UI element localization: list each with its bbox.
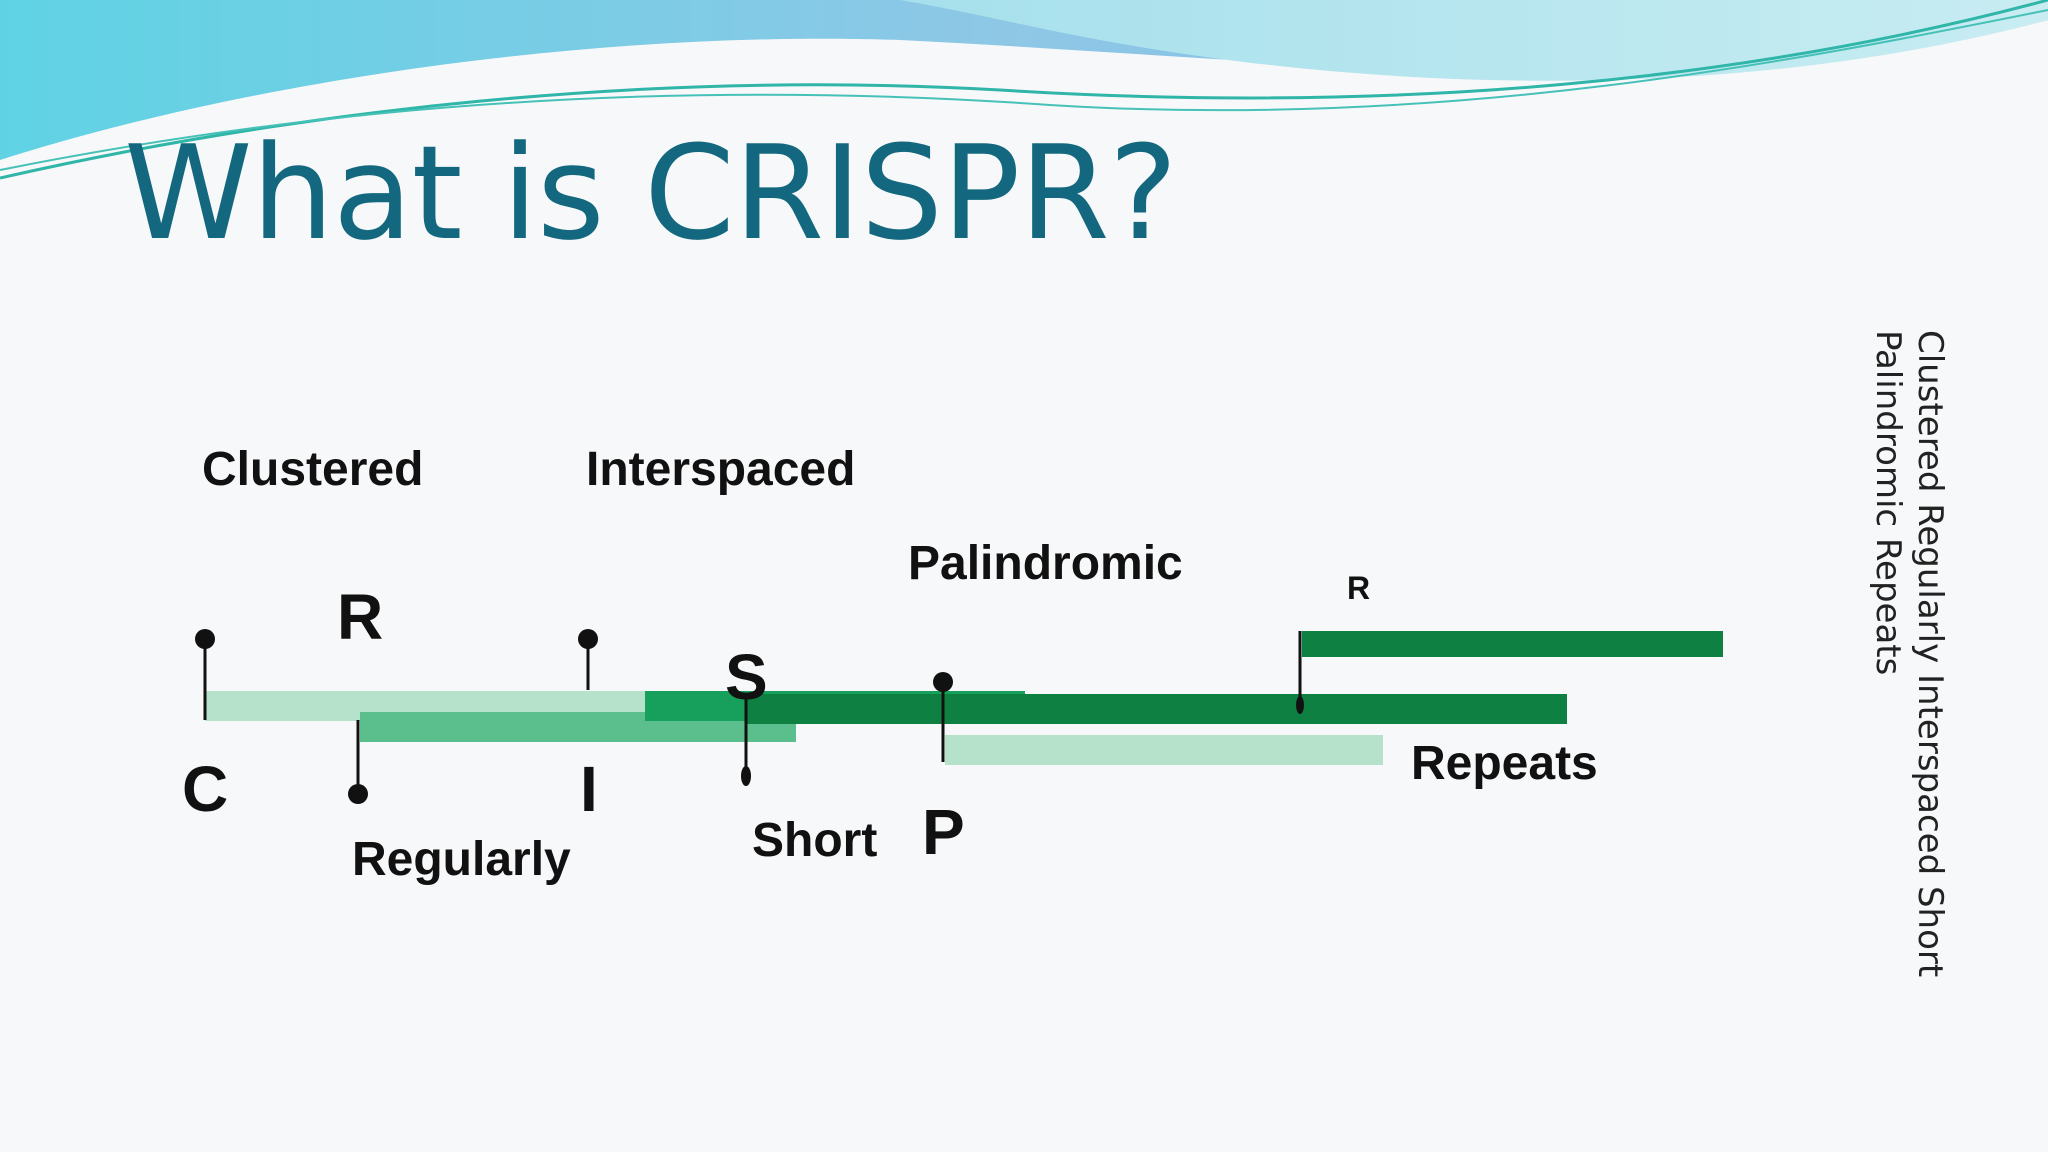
vertical-caption-line-2: Palindromic Repeats	[1868, 330, 1908, 676]
word-regularly: Regularly	[352, 833, 571, 886]
vertical-acronym-caption: Clustered Regularly Interspaced Short Pa…	[1868, 330, 1950, 977]
word-interspaced: Interspaced	[586, 443, 856, 496]
pin-regularly	[348, 720, 368, 804]
word-repeats: Repeats	[1411, 737, 1598, 790]
pin-interspaced	[578, 629, 598, 690]
word-short: Short	[752, 814, 878, 867]
letter-c: C	[182, 753, 229, 825]
pin-clustered	[195, 629, 215, 720]
pin-short	[741, 694, 751, 786]
pin-repeats	[1296, 631, 1304, 714]
letter-p: P	[922, 796, 965, 868]
letter-r-small: R	[1347, 570, 1371, 606]
word-palindromic: Palindromic	[908, 537, 1183, 590]
bar-short	[745, 694, 1567, 724]
header-wave-decoration	[0, 0, 2048, 180]
bar-repeats	[1302, 631, 1723, 657]
vertical-caption-line-1: Clustered Regularly Interspaced Short	[1910, 330, 1950, 978]
pin-palindromic	[933, 672, 953, 762]
slide-title: What is CRISPR?	[124, 117, 1178, 269]
bar-palindromic	[945, 735, 1383, 765]
letter-i: I	[580, 753, 598, 825]
letter-s: S	[725, 641, 768, 713]
letter-r: R	[337, 581, 384, 653]
word-clustered: Clustered	[202, 443, 424, 496]
